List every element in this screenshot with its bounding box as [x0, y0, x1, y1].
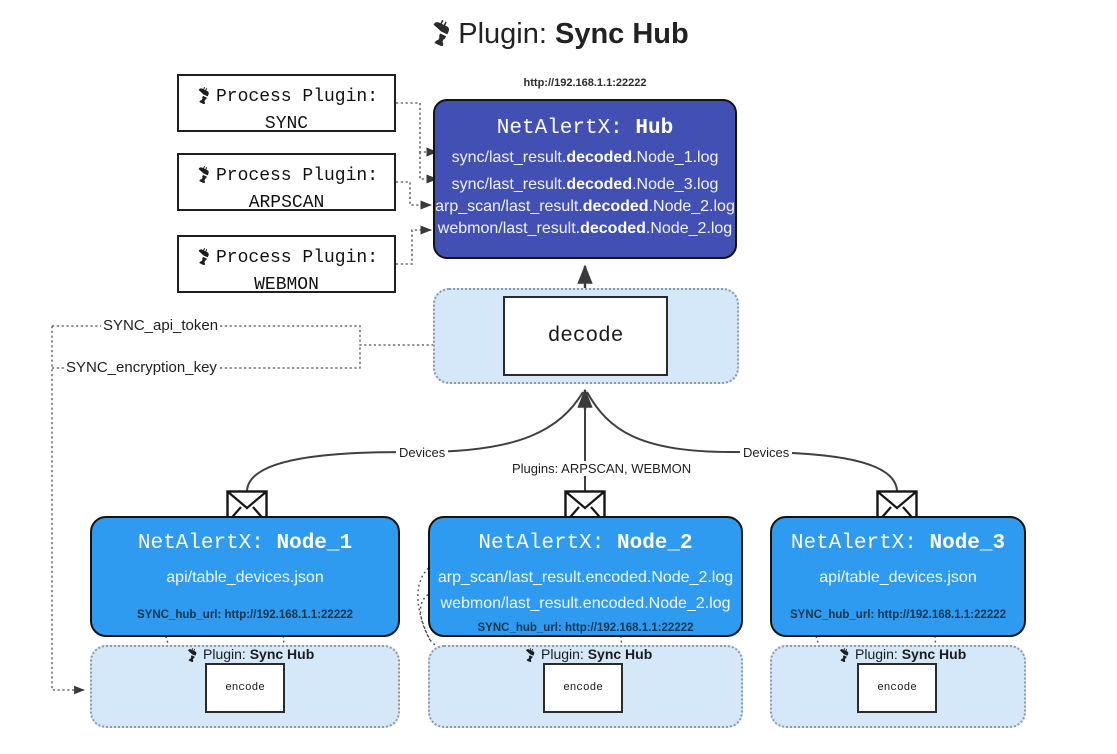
node-line: api/table_devices.json: [166, 569, 324, 586]
encode-box-node-3[interactable]: encode: [857, 663, 937, 713]
hub-log-line: sync/last_result.decoded.Node_3.log: [451, 176, 719, 193]
node-title: NetAlertX: Node_2: [430, 532, 741, 555]
process-plugin-label: Process Plugin:: [215, 87, 379, 107]
sync-encryption-key-label: SYNC_encryption_key: [64, 359, 219, 376]
node-url-label: SYNC_hub_url: http://192.168.1.1:22222: [789, 609, 1007, 621]
process-plugin-sync-box[interactable]: Process Plugin: SYNC: [177, 74, 396, 134]
plug-icon: [428, 19, 454, 54]
node-line: arp_scan/last_result.encoded.Node_2.log: [437, 569, 734, 586]
page-title: Plugin: Sync Hub: [0, 18, 1117, 54]
encode-box-node-1[interactable]: encode: [205, 663, 285, 713]
edge-label-devices-right: Devices: [740, 445, 793, 460]
page-title-prefix: Plugin:: [458, 18, 547, 50]
node-url-label: SYNC_hub_url: http://192.168.1.1:22222: [477, 622, 694, 634]
plugin-zone-label-node-1: Plugin: Sync Hub: [185, 646, 314, 665]
node-box-node-1[interactable]: NetAlertX: Node_1 api/table_devices.json…: [90, 516, 400, 637]
plug-icon: [195, 247, 212, 273]
plug-icon: [185, 647, 199, 665]
node-line: webmon/last_result.encoded.Node_2.log: [440, 595, 731, 612]
hub-log-line: sync/last_result.decoded.Node_1.log: [451, 149, 719, 166]
process-plugin-label: Process Plugin:: [215, 248, 379, 268]
plugin-zone-label-node-2: Plugin: Sync Hub: [523, 646, 652, 665]
encode-box-node-2[interactable]: encode: [543, 663, 623, 713]
hub-url-label: http://192.168.1.1:22222: [523, 77, 647, 89]
node-title-prefix: NetAlertX:: [790, 532, 917, 555]
plug-icon: [523, 647, 537, 665]
node-title-prefix: NetAlertX:: [137, 532, 264, 555]
sync-api-token-label: SYNC_api_token: [101, 317, 221, 334]
process-plugin-webmon-name: WEBMON: [254, 275, 319, 296]
plugin-zone-label-node-3: Plugin: Sync Hub: [837, 646, 966, 665]
hub-box[interactable]: NetAlertX: Hub sync/last_result.decoded.…: [433, 99, 737, 259]
node-title: NetAlertX: Node_1: [92, 532, 398, 555]
node-url-label: SYNC_hub_url: http://192.168.1.1:22222: [136, 609, 354, 621]
process-plugin-webmon-line1: Process Plugin:: [179, 246, 394, 273]
decode-box[interactable]: decode: [503, 296, 668, 376]
node-title-name: Node_3: [929, 532, 1006, 555]
node-title-prefix: NetAlertX:: [478, 532, 605, 555]
page-title-name: Sync Hub: [554, 18, 689, 50]
plug-icon: [195, 86, 212, 112]
hub-log-line: webmon/last_result.decoded.Node_2.log: [437, 220, 733, 237]
node-box-node-3[interactable]: NetAlertX: Node_3 api/table_devices.json…: [770, 516, 1026, 637]
process-plugin-sync-line1: Process Plugin:: [179, 85, 394, 112]
process-plugin-arpscan-name: ARPSCAN: [248, 193, 325, 214]
hub-title-name: Hub: [635, 117, 674, 140]
plug-icon: [837, 647, 851, 665]
process-plugin-arpscan-line1: Process Plugin:: [179, 164, 394, 191]
node-title-name: Node_2: [617, 532, 693, 555]
hub-log-line: arp_scan/last_result.decoded.Node_2.log: [435, 198, 735, 215]
plug-icon: [195, 165, 212, 191]
node-title-name: Node_1: [276, 532, 353, 555]
node-title: NetAlertX: Node_3: [772, 532, 1024, 555]
process-plugin-arpscan-box[interactable]: Process Plugin: ARPSCAN: [177, 153, 396, 213]
edge-label-devices-left: Devices: [396, 445, 449, 460]
hub-title-prefix: NetAlertX:: [496, 117, 623, 140]
hub-title: NetAlertX: Hub: [435, 117, 735, 140]
node-line: api/table_devices.json: [819, 569, 977, 586]
process-plugin-sync-name: SYNC: [264, 114, 309, 135]
process-plugin-webmon-box[interactable]: Process Plugin: WEBMON: [177, 235, 396, 295]
edge-label-plugins-center: Plugins: ARPSCAN, WEBMON: [509, 461, 695, 476]
node-box-node-2[interactable]: NetAlertX: Node_2 arp_scan/last_result.e…: [428, 516, 743, 637]
process-plugin-label: Process Plugin:: [215, 166, 379, 186]
